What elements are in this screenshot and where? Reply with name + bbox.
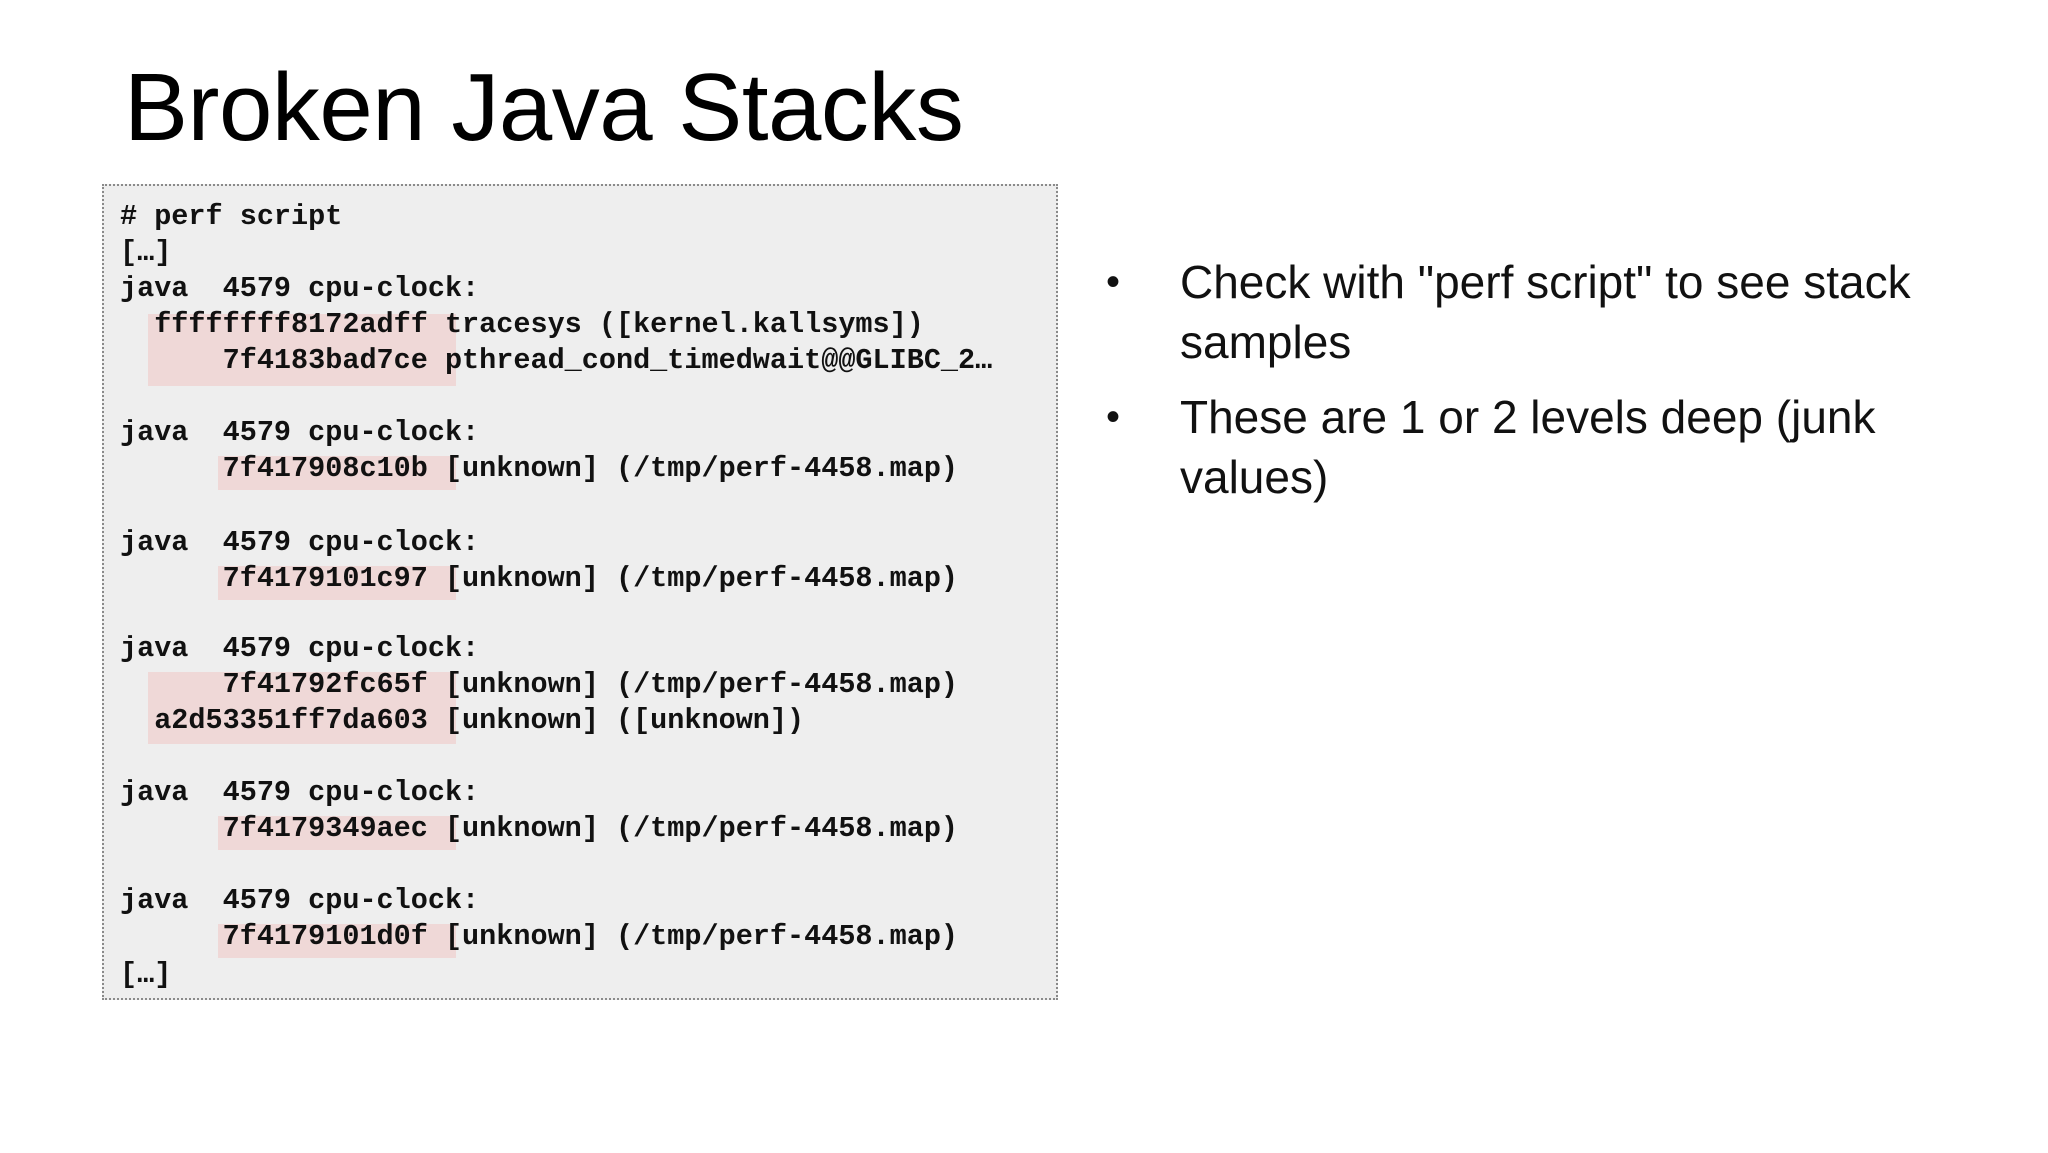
code-line: ffffffff8172adff tracesys ([kernel.kalls… xyxy=(120,308,924,341)
address-highlight xyxy=(218,816,456,850)
code-line: # perf script xyxy=(120,200,343,233)
code-line: java 4579 cpu-clock: xyxy=(120,416,480,449)
address-highlight xyxy=(148,314,456,386)
code-line: java 4579 cpu-clock: xyxy=(120,776,480,809)
bullet-text: Check with "perf script" to see stack sa… xyxy=(1180,256,1911,368)
code-line: […] xyxy=(120,958,172,991)
code-line: 7f4179101c97 [unknown] (/tmp/perf-4458.m… xyxy=(120,562,959,595)
code-line: 7f4179101d0f [unknown] (/tmp/perf-4458.m… xyxy=(120,920,959,953)
address-highlight xyxy=(218,924,456,958)
bullet-list: • Check with "perf script" to see stack … xyxy=(1100,252,1980,522)
code-line: 7f4183bad7ce pthread_cond_timedwait@@GLI… xyxy=(120,344,993,377)
code-line: java 4579 cpu-clock: xyxy=(120,632,480,665)
perf-script-output: # perf script […] java 4579 cpu-clock: f… xyxy=(102,184,1058,1000)
address-highlight xyxy=(148,672,456,744)
code-line: 7f41792fc65f [unknown] (/tmp/perf-4458.m… xyxy=(120,668,959,701)
code-line: 7f417908c10b [unknown] (/tmp/perf-4458.m… xyxy=(120,452,959,485)
address-highlight xyxy=(218,456,456,490)
code-line: java 4579 cpu-clock: xyxy=(120,526,480,559)
slide-title: Broken Java Stacks xyxy=(124,54,964,161)
address-highlight xyxy=(218,566,456,600)
bullet-text: These are 1 or 2 levels deep (junk value… xyxy=(1180,391,1876,503)
code-line: […] xyxy=(120,236,172,269)
code-line: a2d53351ff7da603 [unknown] ([unknown]) xyxy=(120,704,805,737)
code-line: 7f4179349aec [unknown] (/tmp/perf-4458.m… xyxy=(120,812,959,845)
code-line: java 4579 cpu-clock: xyxy=(120,272,480,305)
bullet-icon: • xyxy=(1106,395,1121,439)
bullet-item: • These are 1 or 2 levels deep (junk val… xyxy=(1100,387,1980,507)
bullet-item: • Check with "perf script" to see stack … xyxy=(1100,252,1980,372)
bullet-icon: • xyxy=(1106,260,1121,304)
code-line: java 4579 cpu-clock: xyxy=(120,884,480,917)
